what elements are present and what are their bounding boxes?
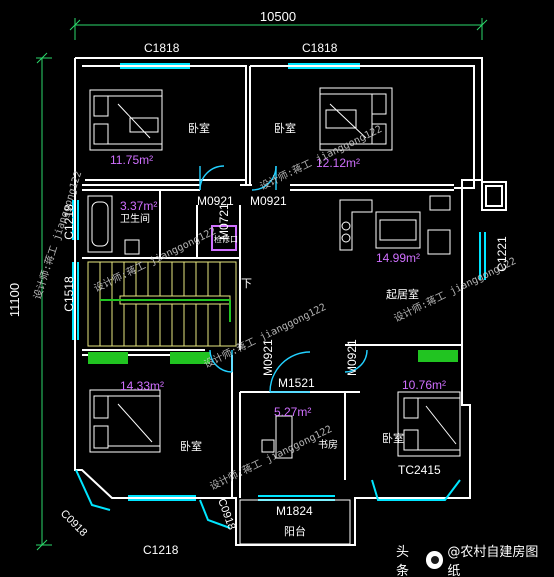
watermark: 设计师:蒋工 jianggong122	[208, 422, 334, 493]
area-bedroom-bl: 14.33m²	[120, 379, 164, 393]
bathroom-fixtures	[87, 195, 140, 255]
room-name-bedroom-tl: 卧室	[188, 121, 210, 135]
account-logo-icon	[425, 551, 444, 569]
room-name-balcony: 阳台	[284, 524, 306, 538]
window-label-top-right: C1818	[302, 41, 338, 55]
door-label-study: M1521	[278, 376, 315, 390]
shaft-label: 检修口	[214, 234, 238, 244]
dimension-left	[36, 52, 52, 551]
interior-walls	[82, 66, 462, 498]
area-bath: 3.37m²	[120, 199, 157, 213]
bed-top-right	[319, 87, 393, 151]
bed-bottom-left	[89, 389, 161, 453]
bed-bottom-right	[397, 391, 461, 457]
room-name-living: 起居室	[386, 287, 419, 301]
door-label-balcony: M1824	[276, 504, 313, 518]
overall-depth-label: 11100	[7, 283, 22, 317]
credit-author: @农村自建房图纸	[447, 545, 539, 577]
area-bedroom-br: 10.76m²	[402, 378, 446, 392]
watermark: 设计师:蒋工 jianggong122	[30, 169, 84, 301]
living-furniture	[339, 195, 451, 255]
window-label-stair: C1518	[62, 276, 76, 312]
window-label-bath: C1218	[62, 204, 76, 240]
area-study: 5.27m²	[274, 405, 311, 419]
area-bedroom-tr: 12.12m²	[316, 156, 360, 170]
window-label-bottom-left: C1218	[143, 543, 179, 557]
dimension-top	[69, 18, 488, 40]
room-name-bedroom-br: 卧室	[382, 431, 404, 445]
window-label-living: C1221	[495, 236, 509, 272]
window-label-top-left: C1818	[144, 41, 180, 55]
source-credit: 头条 @农村自建房图纸	[396, 545, 550, 577]
watermark: 设计师:蒋工 jianggong122	[92, 224, 218, 295]
area-bedroom-tl: 11.75m²	[110, 153, 153, 167]
window-label-bay-right: TC2415	[398, 463, 441, 477]
staircase	[87, 261, 237, 347]
room-name-bath: 卫生间	[120, 212, 150, 225]
planters	[88, 350, 458, 364]
balcony-outline	[239, 499, 351, 545]
door-swings	[199, 165, 368, 393]
door-label-bedroom-br: M0921	[345, 339, 359, 376]
door-label-bedroom-tr: M0921	[250, 194, 287, 208]
door-label-bedroom-bl: M0921	[261, 339, 275, 376]
window-label-bay-inner: C0918	[215, 497, 237, 532]
door-label-bedroom-tl: M0921	[197, 194, 234, 208]
study-desk	[261, 415, 293, 459]
stair-down-label: 下	[241, 278, 252, 290]
area-living: 14.99m²	[376, 251, 420, 265]
outer-walls	[74, 57, 507, 546]
room-name-bedroom-tr: 卧室	[274, 121, 296, 135]
overall-width-label: 10500	[260, 9, 296, 24]
door-label-bath: M0721	[217, 203, 231, 240]
room-name-study: 书房	[318, 438, 338, 451]
bed-top-left	[89, 89, 163, 151]
credit-platform: 头条	[396, 545, 410, 577]
window-label-bay-outer: C0918	[58, 508, 89, 539]
room-name-bedroom-bl: 卧室	[180, 439, 202, 453]
shaft-box	[211, 225, 237, 251]
